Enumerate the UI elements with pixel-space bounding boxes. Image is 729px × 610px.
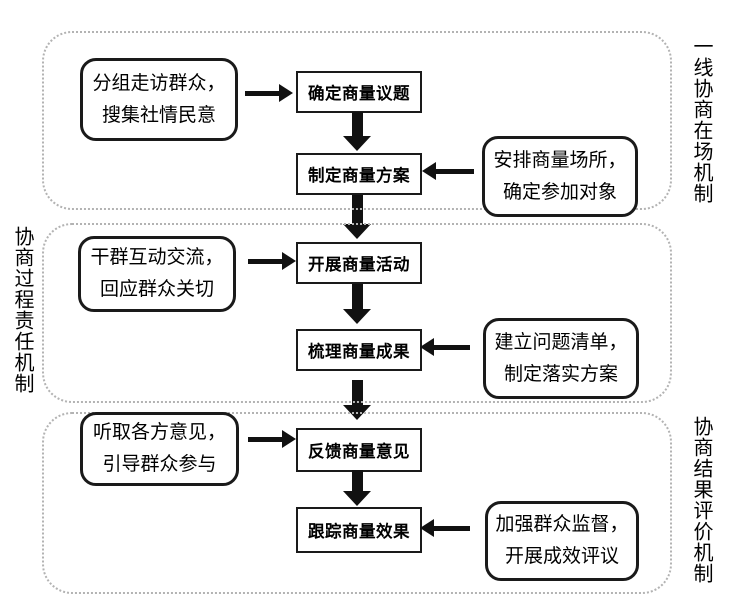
section-2-side-label: 协商过程责任机制 [11, 226, 33, 394]
section-1-support-box: 安排商量场所， 确定参加对象 [482, 136, 638, 217]
section-3-support-box: 加强群众监督， 开展成效评议 [485, 501, 639, 581]
section-2-frame [42, 223, 672, 403]
section-3-step-1-box: 反馈商量意见 [296, 428, 422, 472]
section-3-input-box: 听取各方意见， 引导群众参与 [80, 412, 239, 486]
section-1-input-box: 分组走访群众， 搜集社情民意 [80, 58, 238, 141]
arrow-right-icon [248, 252, 296, 270]
section-2-support-box: 建立问题清单， 制定落实方案 [483, 318, 639, 399]
section-1-step-1-box: 确定商量议题 [296, 71, 422, 113]
section-3-frame [42, 412, 672, 594]
section-3-step-2-box: 跟踪商量效果 [296, 507, 422, 553]
section-1-side-label: 一线协商在场机制 [690, 36, 712, 204]
arrow-down-icon [343, 112, 371, 151]
arrow-right-icon [245, 84, 293, 102]
arrow-down-icon [343, 470, 371, 506]
arrow-left-icon [420, 519, 470, 537]
section-2-step-1-box: 开展商量活动 [296, 242, 422, 284]
section-2-input-box: 干群互动交流， 回应群众关切 [78, 236, 236, 312]
arrow-right-icon [248, 430, 296, 448]
arrow-left-icon [420, 338, 470, 356]
section-3-side-label: 协商结果评价机制 [690, 416, 712, 584]
section-1-step-2-box: 制定商量方案 [296, 153, 422, 195]
section-1-frame [42, 31, 672, 210]
section-2-step-2-box: 梳理商量成果 [296, 329, 422, 371]
arrow-left-icon [422, 162, 474, 180]
arrow-down-icon [343, 284, 371, 324]
